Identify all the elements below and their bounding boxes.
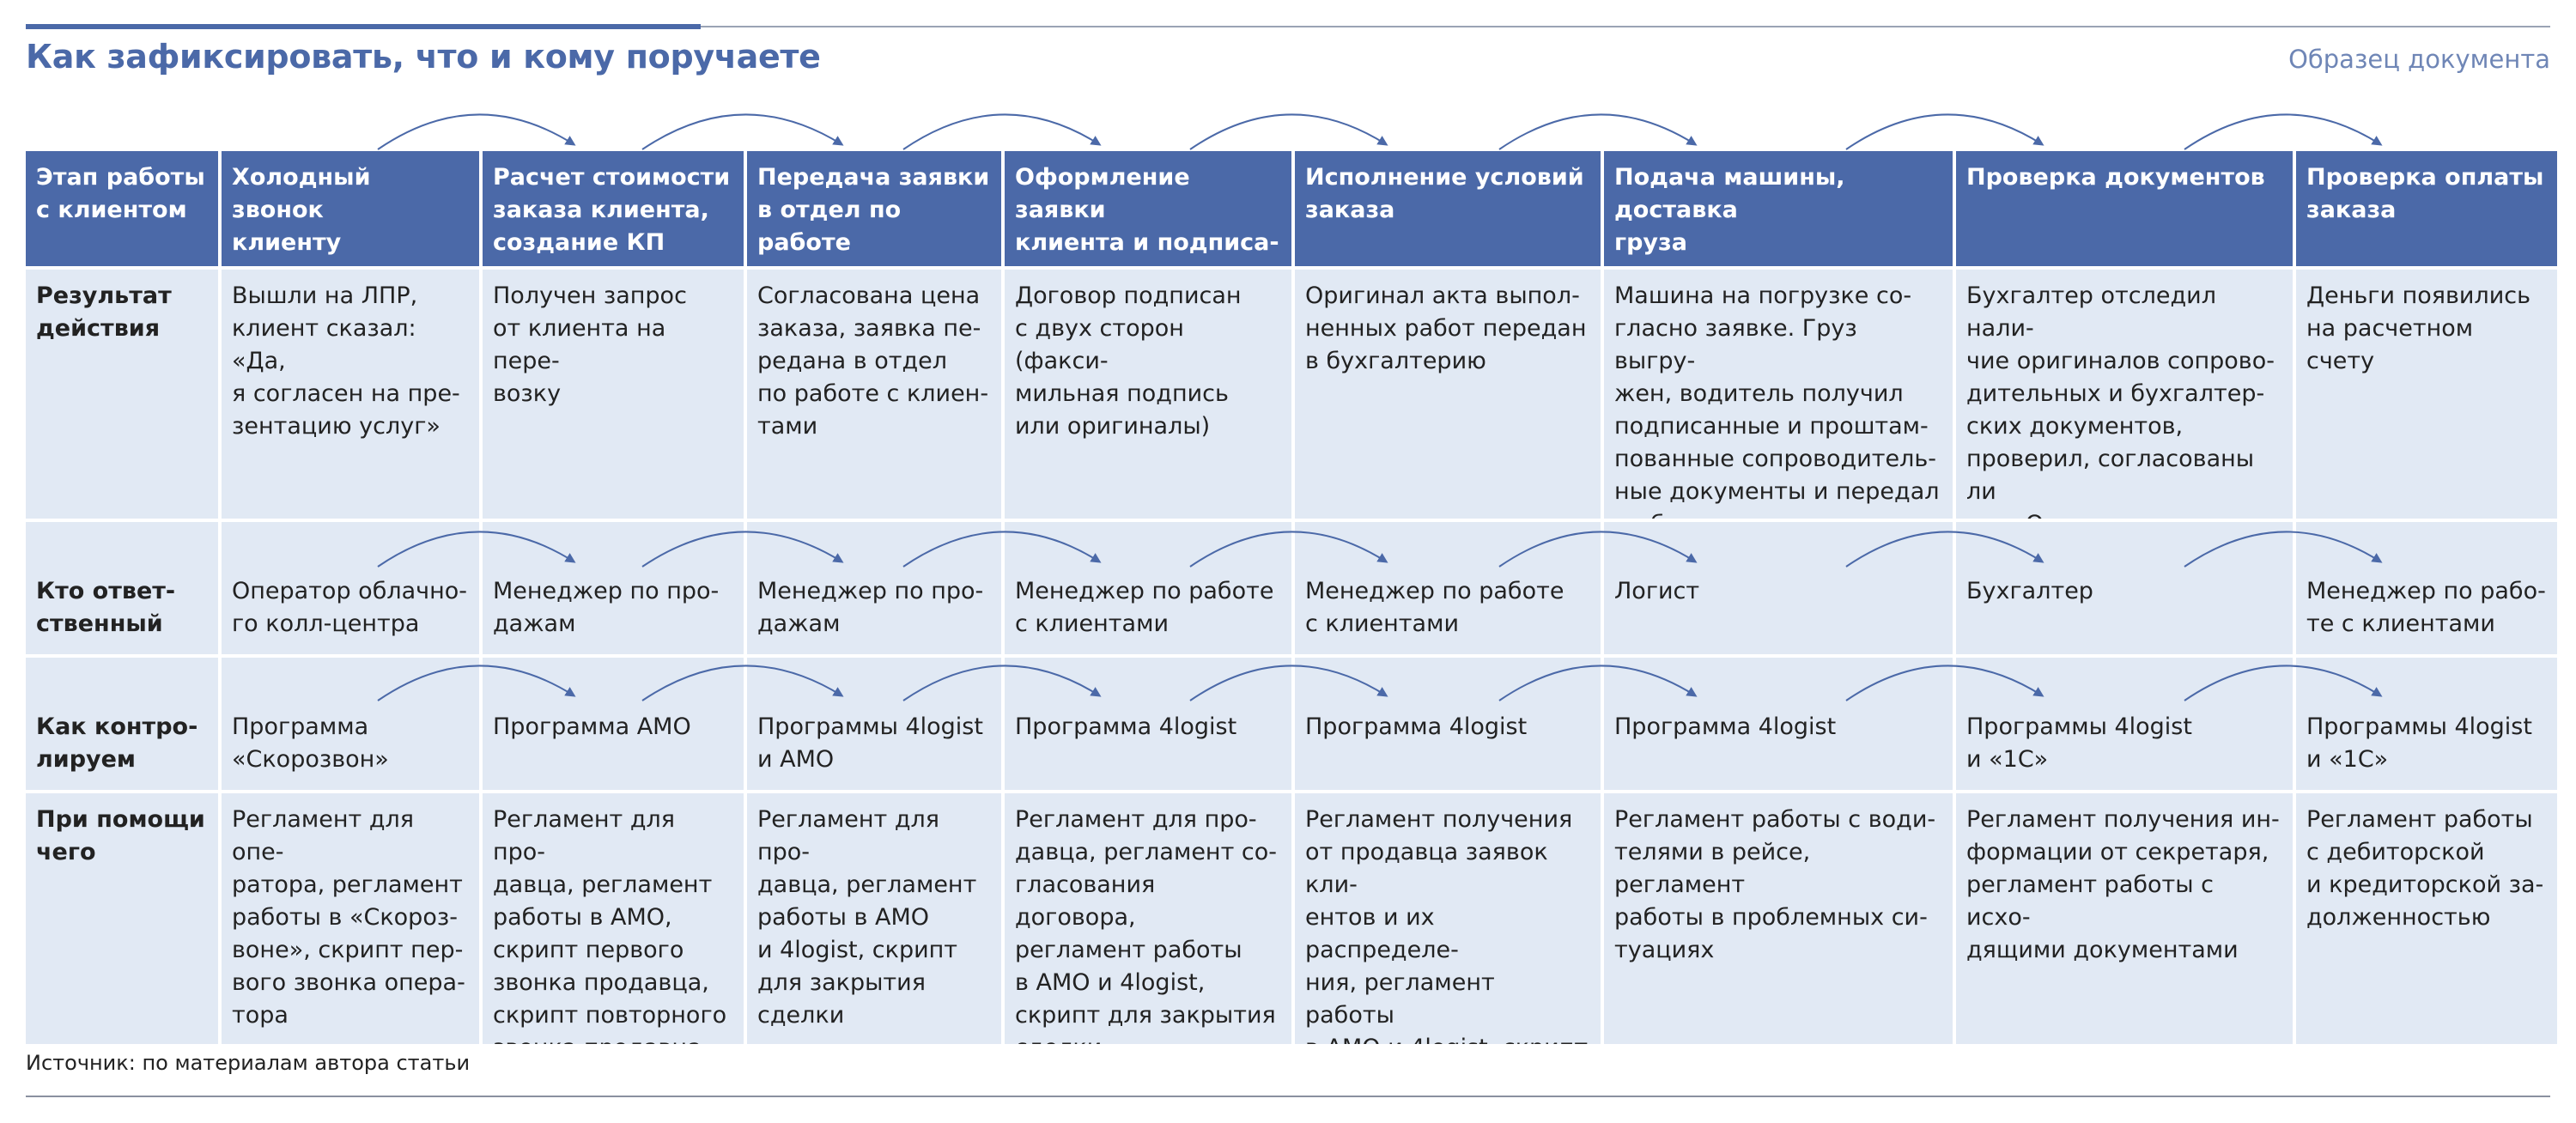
workflow-table: Этап работы с клиентом Холодный звонок к… — [26, 151, 2557, 1044]
source-note: Источник: по материалам автора статьи — [26, 1051, 471, 1075]
table-cell: Получен запрос от клиента на пере- возку — [483, 270, 744, 519]
table-cell: Менеджер по работе с клиентами — [1005, 522, 1291, 654]
curved-arrow-icon — [377, 113, 576, 150]
table-cell: Программа «Скорозвон» — [222, 658, 479, 790]
table-cell: Оператор облачно- го колл-центра — [222, 522, 479, 654]
corner-header: Этап работы с клиентом — [26, 151, 218, 266]
table-cell: Деньги появились на расчетном счету — [2296, 270, 2557, 519]
document-title: Как зафиксировать, что и кому поручаете — [26, 38, 821, 76]
table-cell: Договор подписан с двух сторон (факси- м… — [1005, 270, 1291, 519]
table-cell: Программа 4logist — [1005, 658, 1291, 790]
table-cell: Регламент для про- давца, регламент со- … — [1005, 793, 1291, 1044]
table-cell: Программа 4logist — [1295, 658, 1601, 790]
table-cell: Регламент работы с води- телями в рейсе,… — [1604, 793, 1953, 1044]
stage-header: Проверка документов — [1956, 151, 2293, 266]
row-header-control: Как контро- лируем — [26, 658, 218, 790]
row-header-result: Результат действия — [26, 270, 218, 519]
row-header-responsible: Кто ответ- ственный — [26, 522, 218, 654]
table-cell: Регламент работы с дебиторской и кредито… — [2296, 793, 2557, 1044]
curved-arrow-icon — [1498, 113, 1698, 150]
title-accent-bar — [26, 24, 701, 29]
table-cell: Регламент для опе- ратора, регламент раб… — [222, 793, 479, 1044]
table-cell: Менеджер по про- дажам — [747, 522, 1001, 654]
table-cell: Программы 4logist и АМО — [747, 658, 1001, 790]
table-cell: Бухгалтер отследил нали- чие оригиналов … — [1956, 270, 2293, 519]
table-cell: Менеджер по про- дажам — [483, 522, 744, 654]
top-rule — [26, 26, 2550, 27]
bottom-rule — [26, 1096, 2550, 1097]
table-cell: Логист — [1604, 522, 1953, 654]
stage-header: Оформление заявки клиента и подписа- ние… — [1005, 151, 1291, 266]
table-cell: Менеджер по рабо- те с клиентами — [2296, 522, 2557, 654]
table-cell: Регламент получения ин- формации от секр… — [1956, 793, 2293, 1044]
table-cell: Оригинал акта выпол- ненных работ переда… — [1295, 270, 1601, 519]
stage-header: Расчет стоимости заказа клиента, создани… — [483, 151, 744, 266]
stage-header: Исполнение условий заказа — [1295, 151, 1601, 266]
stage-header: Подача машины, доставка груза — [1604, 151, 1953, 266]
table-cell: Программа АМО — [483, 658, 744, 790]
curved-arrow-icon — [641, 113, 844, 150]
stage-header: Холодный звонок клиенту — [222, 151, 479, 266]
row-header-tools: При помощи чего — [26, 793, 218, 1044]
table-cell: Регламент получения от продавца заявок к… — [1295, 793, 1601, 1044]
table-cell: Программа 4logist — [1604, 658, 1953, 790]
document-badge: Образец документа — [2288, 45, 2550, 74]
table-cell: Бухгалтер — [1956, 522, 2293, 654]
table-cell: Согласована цена заказа, заявка пе- реда… — [747, 270, 1001, 519]
curved-arrow-icon — [1189, 113, 1388, 150]
table-cell: Машина на погрузке со- гласно заявке. Гр… — [1604, 270, 1953, 519]
table-cell: Вышли на ЛПР, клиент сказал: «Да, я согл… — [222, 270, 479, 519]
curved-arrow-icon — [902, 113, 1102, 150]
curved-arrow-icon — [1845, 113, 2044, 150]
table-cell: Регламент для про- давца, регламент рабо… — [747, 793, 1001, 1044]
table-cell: Регламент для про- давца, регламент рабо… — [483, 793, 744, 1044]
stage-header: Передача заявки в отдел по работе с клие… — [747, 151, 1001, 266]
stage-header: Проверка оплаты заказа — [2296, 151, 2557, 266]
curved-arrow-icon — [2184, 113, 2383, 150]
table-cell: Программы 4logist и «1С» — [2296, 658, 2557, 790]
table-cell: Программы 4logist и «1С» — [1956, 658, 2293, 790]
table-cell: Менеджер по работе с клиентами — [1295, 522, 1601, 654]
